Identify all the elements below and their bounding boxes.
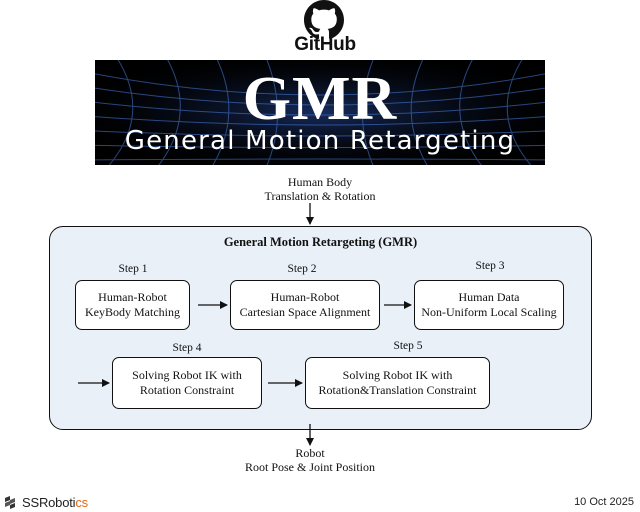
step-2-line-2: Cartesian Space Alignment — [239, 305, 371, 319]
grid-background — [95, 60, 545, 165]
step-5-label: Step 5 — [393, 340, 423, 352]
ssrobotics-brand: SSRobotics — [22, 495, 88, 510]
banner-subtitle: General Motion Retargeting — [124, 126, 516, 156]
step-3-label: Step 3 — [475, 260, 505, 272]
brand-prefix: SSRoboti — [22, 495, 76, 510]
step-2-line-1: Human-Robot — [270, 290, 340, 304]
brand-suffix: cs — [75, 495, 88, 510]
output-label: Robot Root Pose & Joint Position — [210, 446, 410, 474]
step-4-line-2: Rotation Constraint — [139, 383, 235, 397]
input-label-line-1: Human Body — [287, 175, 353, 189]
output-label-line-2: Root Pose & Joint Position — [244, 460, 376, 474]
github-octocat-icon — [304, 0, 344, 40]
date-label: 10 Oct 2025 — [574, 496, 634, 508]
github-wordmark: GitHub — [294, 34, 356, 55]
step-5-box: Solving Robot IK with Rotation&Translati… — [305, 357, 490, 409]
step-2-label: Step 2 — [287, 263, 317, 275]
step-4-box: Solving Robot IK with Rotation Constrain… — [112, 357, 262, 409]
step-4-line-1: Solving Robot IK with — [132, 368, 242, 382]
gmr-banner: GMR General Motion Retargeting — [95, 60, 545, 165]
step-5-line-2: Rotation&Translation Constraint — [318, 383, 477, 397]
output-label-line-1: Robot — [295, 446, 325, 460]
step-1-line-1: Human-Robot — [98, 290, 167, 304]
step-1-label: Step 1 — [118, 263, 148, 275]
step-1-line-2: KeyBody Matching — [85, 305, 180, 319]
ssrobotics-logo-icon — [5, 496, 15, 509]
step-3-line-2: Non-Uniform Local Scaling — [421, 305, 557, 319]
step-1-box: Human-Robot KeyBody Matching — [75, 280, 190, 330]
step-3-box: Human Data Non-Uniform Local Scaling — [414, 280, 564, 330]
step-5-line-1: Solving Robot IK with — [342, 368, 453, 382]
input-label: Human Body Translation & Rotation — [220, 175, 420, 203]
step-4-label: Step 4 — [172, 342, 202, 354]
banner-title: GMR — [242, 65, 398, 133]
panel-title: General Motion Retargeting (GMR) — [223, 235, 418, 249]
step-2-box: Human-Robot Cartesian Space Alignment — [230, 280, 380, 330]
step-3-line-1: Human Data — [458, 290, 520, 304]
input-label-line-2: Translation & Rotation — [264, 189, 376, 203]
